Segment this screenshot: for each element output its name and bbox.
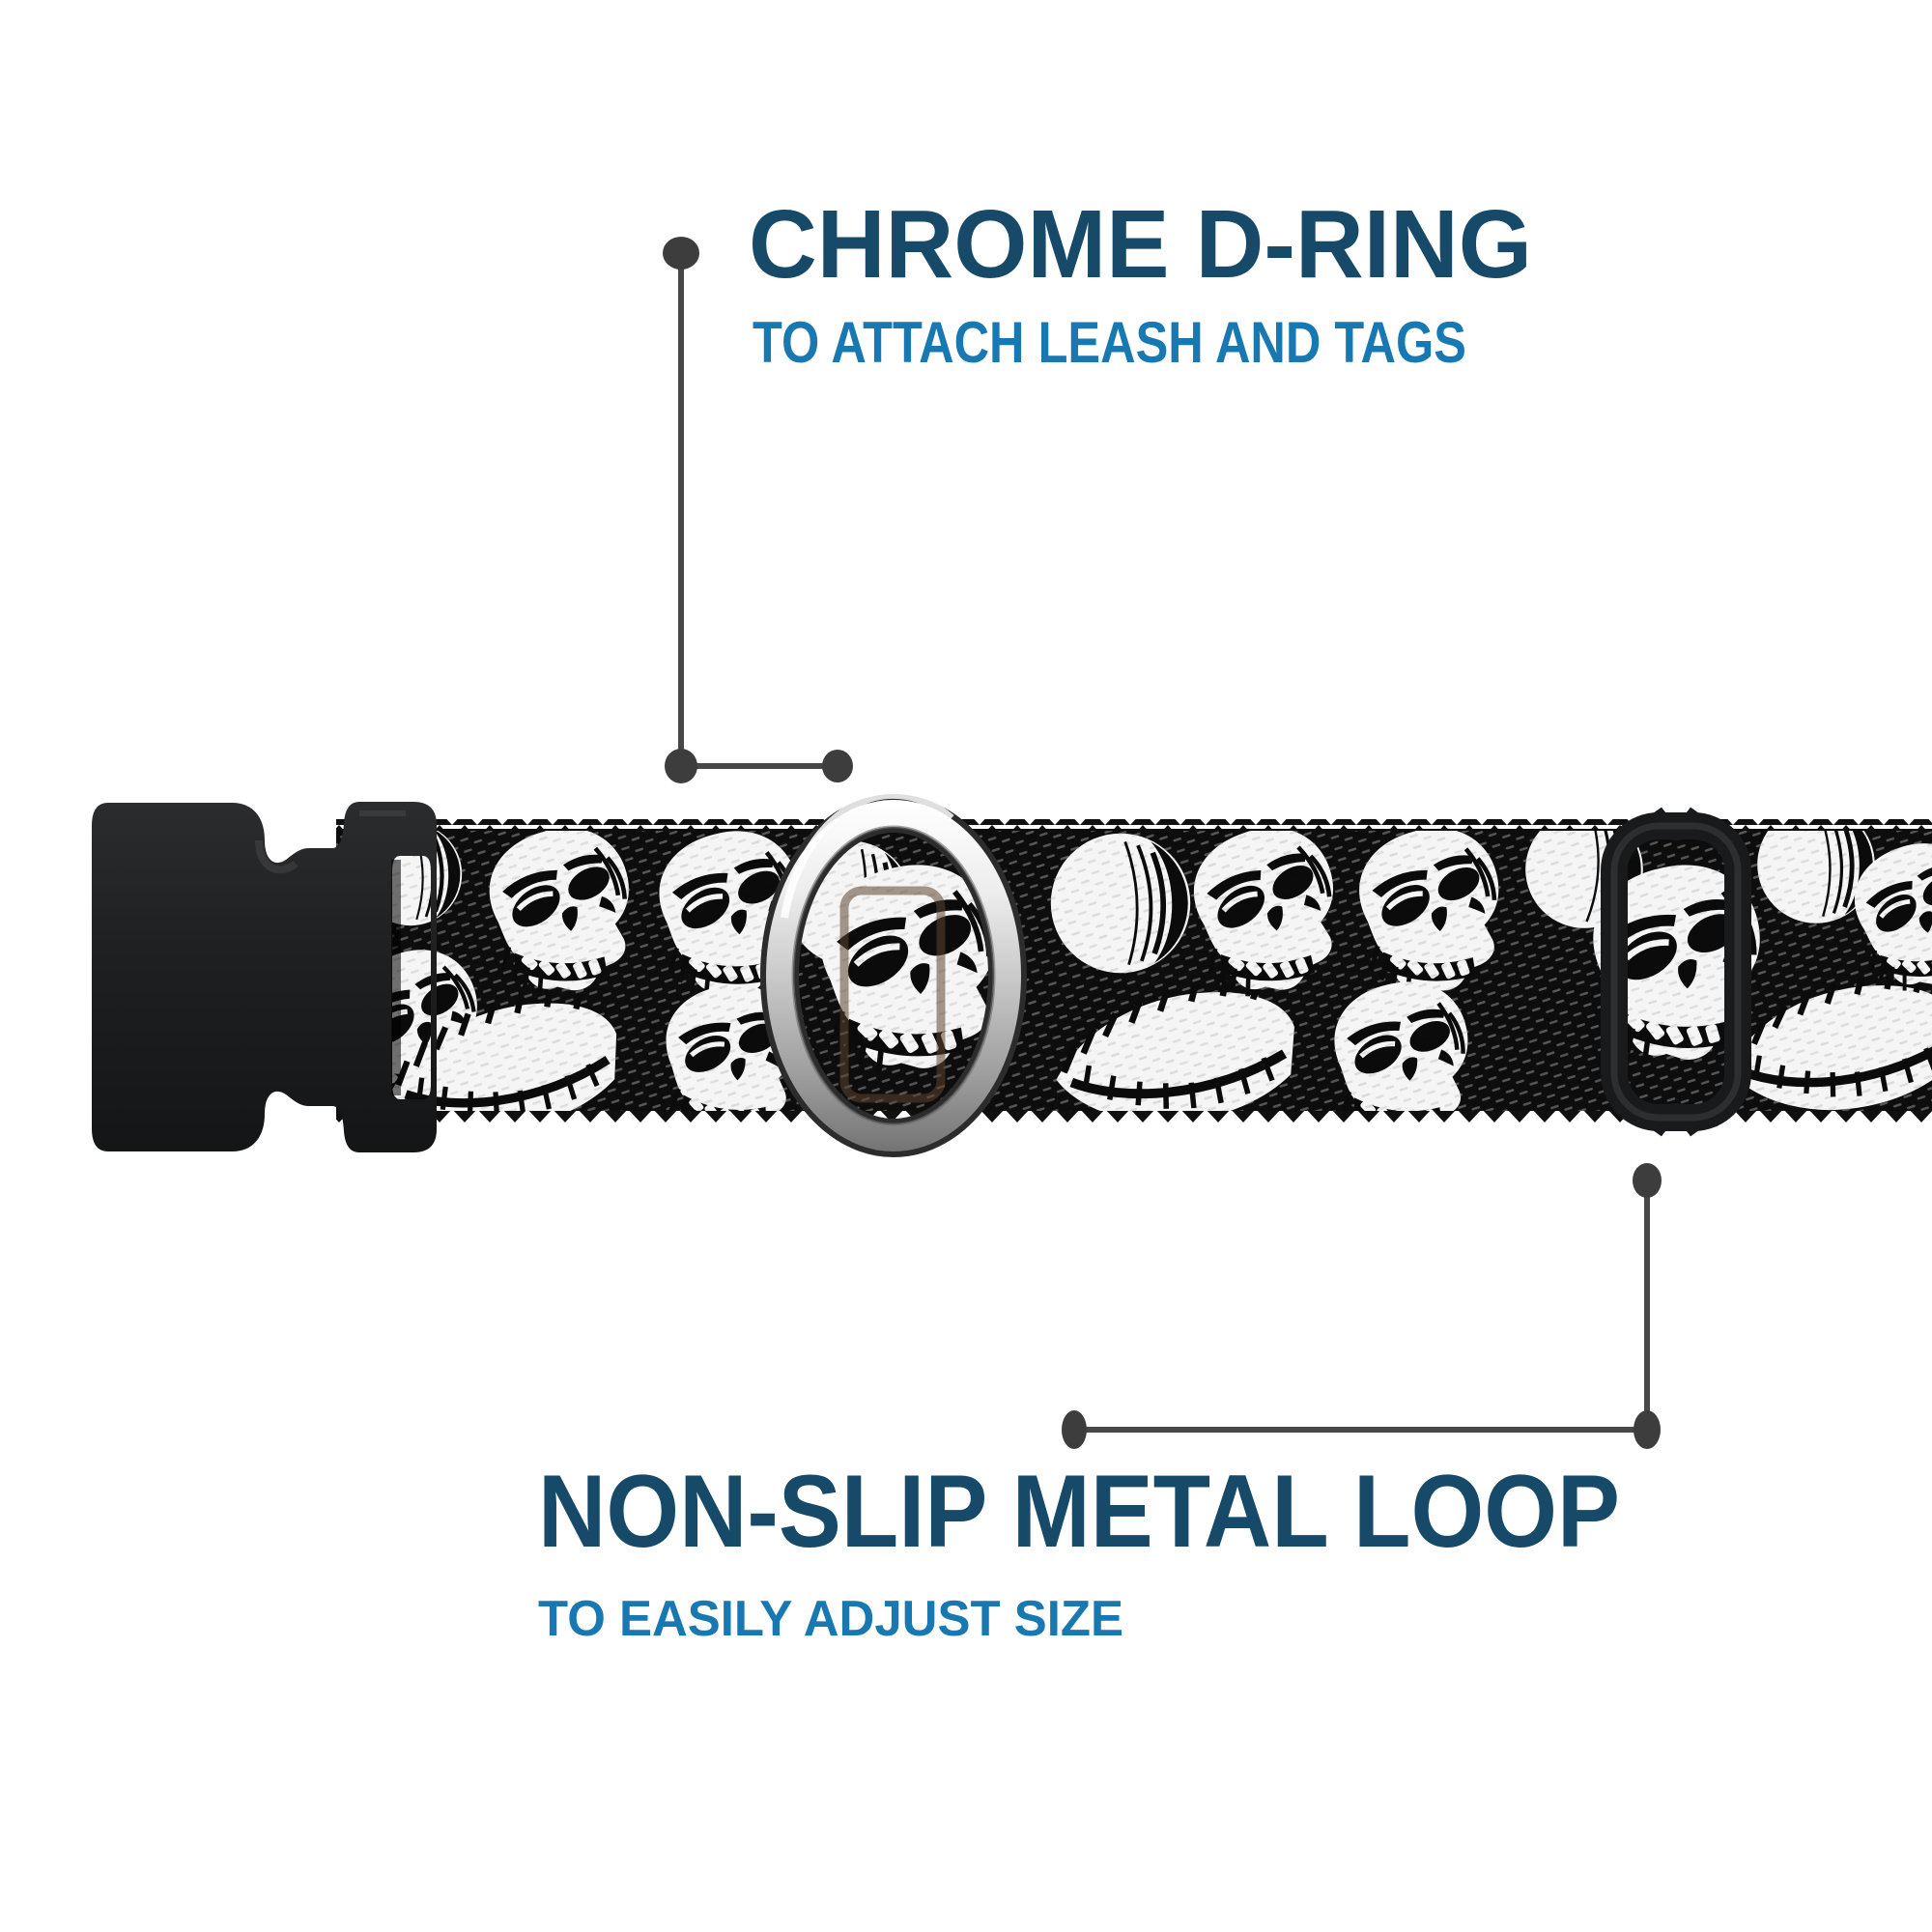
- buckle-body: [92, 802, 437, 1152]
- callout-bottom-dot-end: [1062, 1410, 1087, 1449]
- d-ring-specular: [781, 790, 954, 919]
- callout-bottom-subtitle: TO EASILY ADJUST SIZE: [538, 1591, 1123, 1647]
- d-ring-chrome: [766, 800, 1021, 1151]
- callout-top-title: CHROME D-RING: [749, 190, 1532, 298]
- skull-pattern: [336, 831, 1932, 1111]
- callout-bottom-title: NON-SLIP METAL LOOP: [538, 1453, 1620, 1569]
- collar-strap: [336, 819, 1932, 1122]
- callout-top: CHROME D-RING TO ATTACH LEASH AND TAGS: [663, 190, 1532, 783]
- d-ring-inner-line: [791, 825, 996, 1126]
- webbing-texture: [336, 831, 1932, 1111]
- d-ring-back-shadow: [839, 886, 946, 1103]
- adjuster-pinch-bottom: [1644, 1103, 1708, 1137]
- callout-bottom: NON-SLIP METAL LOOP TO EASILY ADJUST SIZ…: [538, 1163, 1662, 1647]
- adjuster-highlight: [1610, 822, 1742, 1122]
- callout-top-dot-end: [822, 750, 853, 782]
- callout-top-subtitle: TO ATTACH LEASH AND TAGS: [753, 310, 1466, 375]
- callout-bottom-dot-corner: [1634, 1410, 1661, 1449]
- callout-bottom-dot-start: [1633, 1163, 1662, 1198]
- buckle-contour-highlight: [255, 839, 298, 874]
- callout-top-dot-corner: [665, 749, 697, 783]
- buckle: [92, 802, 437, 1152]
- adjuster-loop: [1601, 807, 1751, 1137]
- callout-top-dot-start: [663, 237, 699, 270]
- strap-edge-bottom: [336, 1109, 1932, 1122]
- d-ring: [760, 790, 1027, 1157]
- adjuster-pinch-top: [1644, 807, 1708, 840]
